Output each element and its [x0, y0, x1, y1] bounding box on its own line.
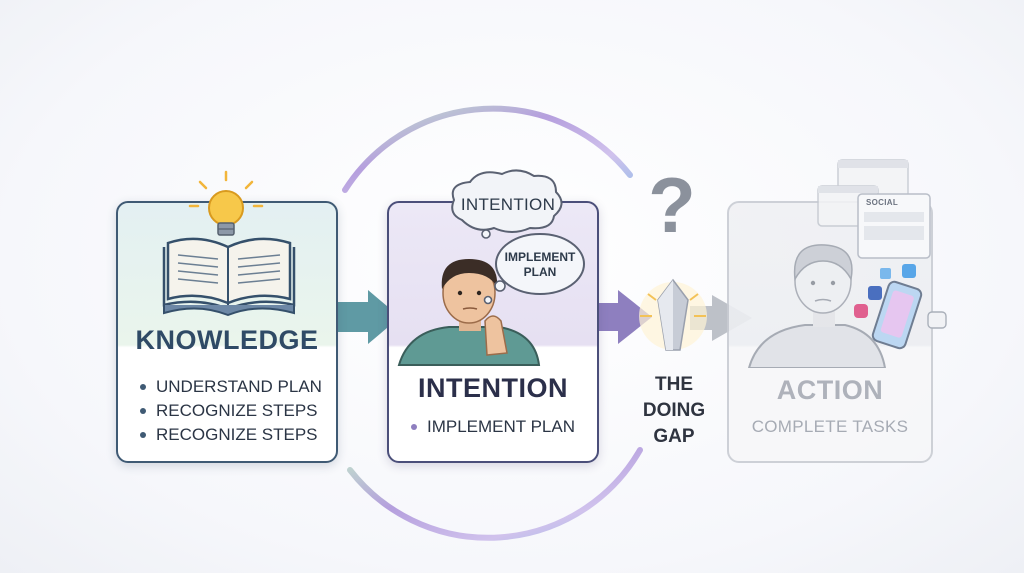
cloud-implement-line1: IMPLEMENT — [504, 250, 576, 264]
arrow-knowledge-to-intention — [336, 290, 400, 344]
list-item: RECOGNIZE STEPS — [140, 423, 322, 447]
action-subtitle: COMPLETE TASKS — [751, 417, 909, 436]
open-book-icon — [162, 237, 296, 317]
intention-card: INTENTION IMPLEMENT PLAN — [387, 201, 599, 463]
knowledge-bullets: UNDERSTAND PLAN RECOGNIZE STEPS RECOGNIZ… — [140, 375, 322, 447]
intention-title: INTENTION — [418, 373, 568, 403]
cloud-intention-label: INTENTION — [460, 195, 556, 214]
question-mark-icon: ? — [648, 161, 696, 249]
list-item: RECOGNIZE STEPS — [140, 399, 322, 423]
intention-bullets: IMPLEMENT PLAN — [411, 415, 575, 439]
arrow-intention-to-gap — [598, 290, 652, 344]
gap-crystal-icon — [639, 278, 707, 351]
cloud-implement-line2: PLAN — [523, 265, 557, 279]
action-card: ACTION COMPLETE TASKS — [727, 201, 933, 463]
action-title: ACTION — [776, 375, 884, 405]
doing-gap-label: THE DOING GAP — [642, 374, 706, 447]
distracted-person-illustration — [747, 244, 887, 368]
social-label: SOCIAL — [866, 198, 899, 207]
list-item: IMPLEMENT PLAN — [411, 415, 575, 439]
thinking-person-illustration — [397, 259, 541, 366]
list-item: UNDERSTAND PLAN — [140, 375, 322, 399]
knowledge-title: KNOWLEDGE — [135, 325, 319, 355]
knowledge-card: KNOWLEDGE UNDERSTAND PLAN RECOGNIZE STEP… — [116, 201, 338, 463]
